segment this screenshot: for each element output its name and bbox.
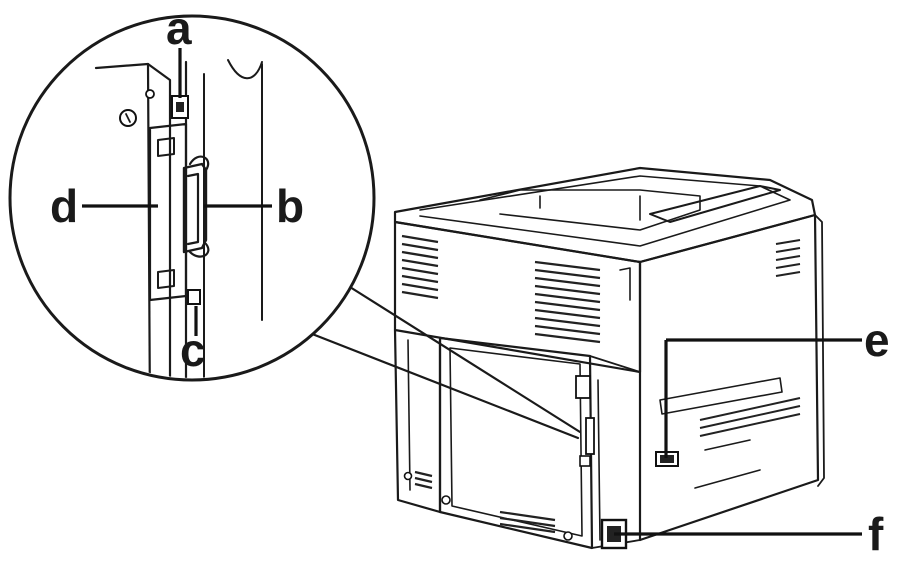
callout-c: c [180,324,206,376]
vent-side-lower [699,397,801,437]
callout-a: a [166,2,192,54]
vent-lower-panel [414,470,556,534]
vent-upper-left [401,234,439,300]
callout-leaders [82,48,862,536]
callout-e: e [864,314,890,366]
magnified-inset [8,14,376,382]
callout-d: d [50,180,78,232]
callout-f: f [868,508,884,560]
callout-b: b [276,180,304,232]
printer-body [393,166,825,550]
expansion-slot [575,375,595,467]
vent-back-right [534,260,601,344]
vent-side-right [775,239,801,277]
magnifier-leader-lines [300,280,582,440]
